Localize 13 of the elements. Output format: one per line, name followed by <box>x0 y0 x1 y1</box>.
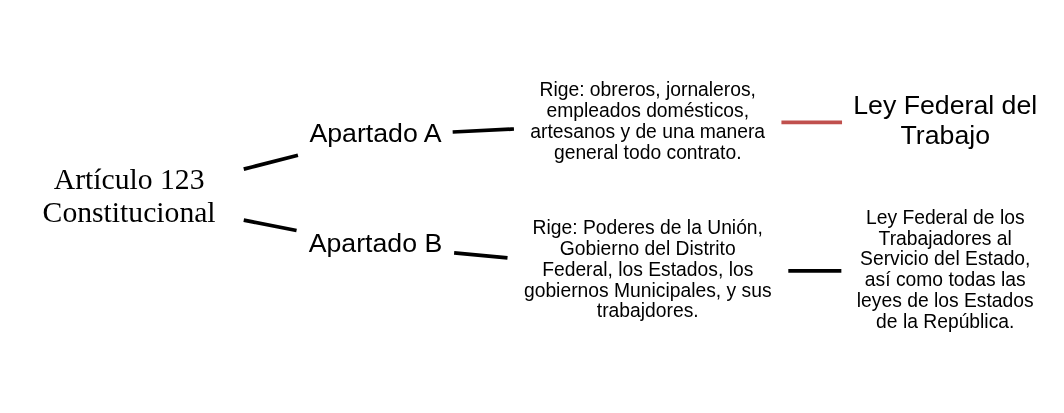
node-text: Rige: Poderes de la Unión, Gobierno del Distrito Federal, los Estados, los gobiernos Municipales, y sus trabajdores. <box>523 216 772 321</box>
node-text: Ley Federal del Trabajo <box>853 89 1038 150</box>
node-text: Rige: obreros, jornaleros, empleados domésticos, artesanos y de una manera general todo contrato. <box>530 78 766 163</box>
connector <box>243 152 299 171</box>
connector <box>453 250 508 260</box>
node-text: Ley Federal de los Trabajadores al Servicio del Estado, así como todas las leyes de los Estados de la República. <box>856 206 1034 332</box>
connector <box>781 120 843 124</box>
connector <box>452 126 515 134</box>
node-text: Apartado B <box>308 227 443 258</box>
node-text: Apartado A <box>309 117 442 148</box>
connector <box>788 268 842 273</box>
node-text: Artículo 123 Constitucional <box>42 162 216 228</box>
connector <box>243 217 297 232</box>
